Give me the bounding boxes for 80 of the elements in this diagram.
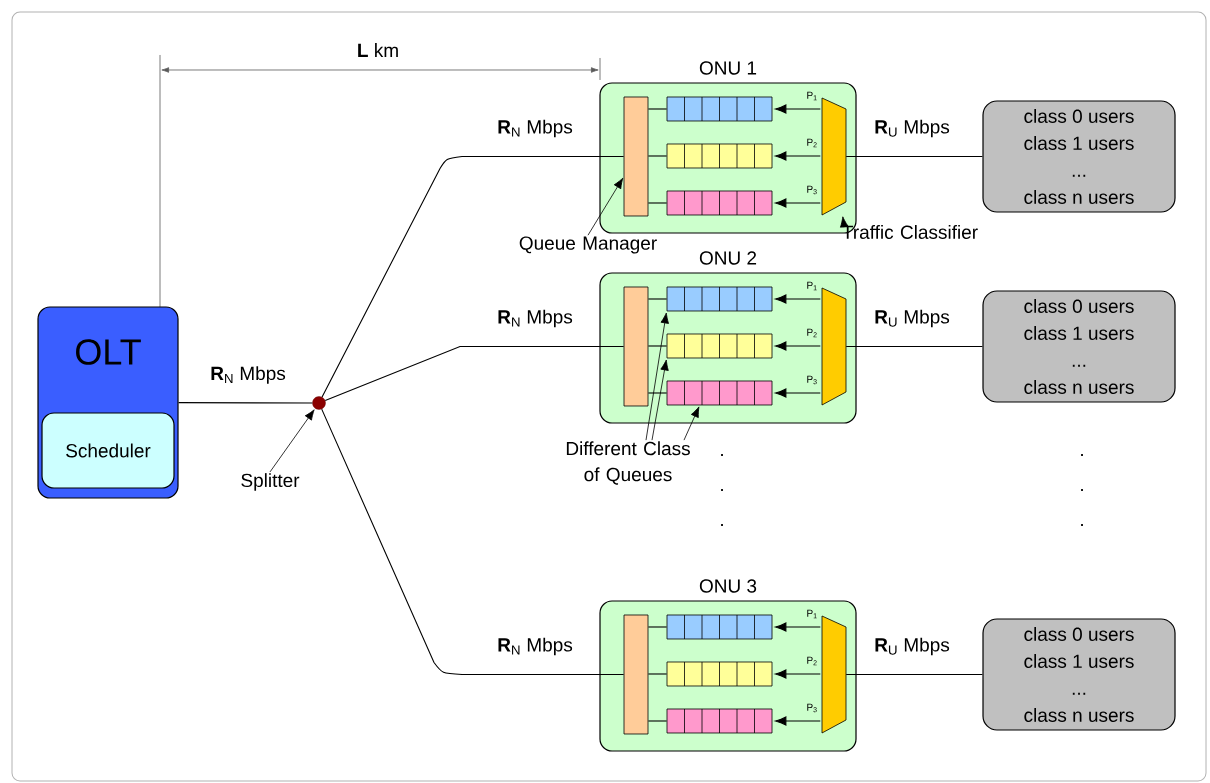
connector <box>683 406 700 441</box>
queue-box <box>666 190 773 216</box>
connector <box>647 202 668 204</box>
connector <box>587 177 624 236</box>
onu-heading: ONU 1 <box>699 61 757 75</box>
connector <box>775 388 821 398</box>
ellipsis-dot: . <box>1081 489 1083 491</box>
traffic-classifier <box>821 287 847 406</box>
edge-label: R$_{U}$ Mbps <box>875 637 950 656</box>
connector <box>647 720 668 722</box>
edge-label: P$_{1}$ <box>807 609 817 619</box>
callout-text: Queue Manager <box>519 236 657 254</box>
connector <box>775 151 821 161</box>
connector <box>775 669 821 679</box>
callout-text: Splitter <box>241 473 300 491</box>
edge-label: R$_{U}$ Mbps <box>875 309 950 328</box>
edge-label: P$_{2}$ <box>807 328 817 338</box>
connector <box>647 155 668 157</box>
queue-box <box>666 708 773 734</box>
ellipsis-dot: . <box>721 524 723 526</box>
queue-box <box>666 380 773 406</box>
queue-manager-bar <box>623 286 649 407</box>
callout-text: Traffic Classifier <box>842 225 978 239</box>
queue-box <box>666 614 773 640</box>
edge-label: P$_{2}$ <box>807 138 817 148</box>
connector <box>269 409 315 473</box>
connector <box>321 408 625 676</box>
connector <box>321 155 625 398</box>
connector <box>840 216 849 228</box>
connector <box>845 155 983 158</box>
connector <box>647 392 668 394</box>
traffic-classifier <box>821 615 847 734</box>
connector <box>647 673 668 675</box>
ellipsis-dot: . <box>721 489 723 491</box>
edge-label: R$_{U}$ Mbps <box>875 119 950 138</box>
ellipsis-dot: . <box>721 454 723 456</box>
connector <box>647 108 668 110</box>
edge-label: P$_{3}$ <box>807 185 817 195</box>
edge-label: P$_{2}$ <box>807 656 817 666</box>
queue-box <box>666 286 773 312</box>
connector <box>647 626 668 628</box>
connector <box>775 716 821 726</box>
users-box: class 0 users class 1 users ... class n users <box>982 618 1176 731</box>
queue-manager-bar <box>623 96 649 217</box>
ellipsis-dot: . <box>1081 454 1083 456</box>
connector <box>647 345 668 347</box>
onu-heading: ONU 3 <box>699 579 757 593</box>
connector <box>645 312 669 441</box>
connector <box>845 673 983 676</box>
edge-label: R$_{N}$ Mbps <box>498 637 573 656</box>
queue-box <box>666 143 773 169</box>
users-box: class 0 users class 1 users ... class n users <box>982 100 1176 213</box>
connector <box>775 622 821 632</box>
edge-label: P$_{1}$ <box>807 91 817 101</box>
edge-label: R$_{N}$ Mbps <box>498 119 573 138</box>
connector <box>324 345 625 402</box>
edge-label: P$_{3}$ <box>807 375 817 385</box>
connector <box>845 345 983 348</box>
onu-heading: ONU 2 <box>699 251 757 265</box>
edge-label: R$_{N}$ Mbps <box>498 309 573 328</box>
edge-label: P$_{1}$ <box>807 281 817 291</box>
edge-label: P$_{3}$ <box>807 703 817 713</box>
connector <box>178 402 313 404</box>
connector <box>651 359 669 441</box>
users-box: class 0 users class 1 users ... class n users <box>982 290 1176 403</box>
traffic-classifier <box>821 97 847 216</box>
queue-box <box>666 333 773 359</box>
callout-text: Different Class of Queues <box>566 441 690 485</box>
queue-manager-bar <box>623 614 649 735</box>
queue-box <box>666 661 773 687</box>
connector <box>775 198 821 208</box>
connector <box>775 294 821 304</box>
queue-box <box>666 96 773 122</box>
dimension-label: L km <box>358 43 398 57</box>
connector <box>647 298 668 300</box>
scheduler-box: Scheduler <box>41 412 175 489</box>
ellipsis-dot: . <box>1081 524 1083 526</box>
edge-label: R$_{N}$ Mbps <box>211 366 286 384</box>
connector <box>775 104 821 114</box>
connector <box>775 341 821 351</box>
